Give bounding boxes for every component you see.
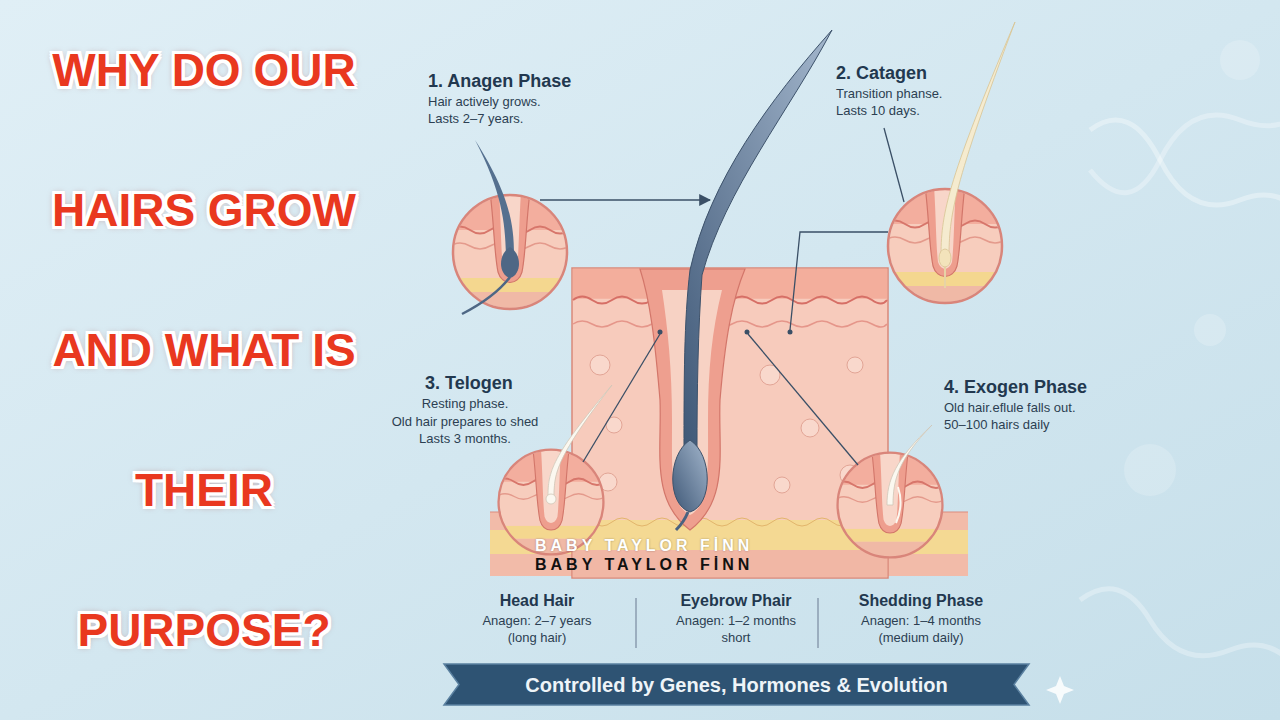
dna-strand — [1090, 120, 1280, 240]
cell — [590, 355, 610, 375]
phase-description: Hair actively grows. Lasts 2–7 years. — [428, 93, 563, 127]
hair-shaft — [684, 30, 832, 452]
column-text: Anagen: 1–4 months (medium daily) — [851, 612, 991, 646]
ribbon-outline — [444, 664, 1029, 705]
dna-strand — [1090, 90, 1280, 193]
hair-root — [462, 277, 510, 314]
dna-strand — [1080, 589, 1280, 690]
cell — [847, 357, 863, 373]
title-text: WHY DO OUR HAIRS GROW AND WHAT IS THEIR … — [14, 0, 394, 700]
leader-line — [790, 232, 888, 330]
phase-description: Old hair.eflule falls out. 50–100 hairs … — [944, 399, 1094, 433]
phase-label-group: 3. TelogenResting phase.Old hair prepare… — [386, 372, 544, 447]
column-heading: Shedding Phase — [836, 591, 1006, 611]
phase-heading: 1. Anagen Phase — [428, 70, 603, 92]
phase-label-group: 4. Exogen PhaseOld hair.eflule falls out… — [944, 376, 1114, 433]
column-separator — [817, 598, 818, 648]
telogen-hair — [546, 385, 612, 504]
column-text: Anagen: 2–7 years (long hair) — [467, 612, 607, 646]
column-heading: Head Hair — [452, 591, 622, 611]
hair-root — [676, 512, 688, 530]
column-heading: Eyebrow Phair — [651, 591, 821, 611]
phase-label-group: 1. Anagen PhaseHair actively grows. Last… — [428, 70, 603, 127]
watermark: BABY TAYLOR FİNN — [535, 555, 753, 574]
leader-line — [884, 128, 904, 202]
hair-root — [944, 266, 946, 288]
hair-bulb — [501, 247, 519, 278]
catagen-hair — [939, 22, 1015, 288]
anagen-hair — [462, 140, 519, 314]
bokeh — [1124, 444, 1176, 496]
leader-line — [748, 334, 858, 465]
leader-line — [583, 334, 660, 462]
phase-heading: 2. Catagen — [836, 62, 1011, 84]
phase-description: Transition phanse. Lasts 10 days. — [836, 85, 964, 119]
phase-heading: 3. Telogen — [425, 372, 544, 394]
hair-bulb — [673, 440, 708, 512]
hair-bulb — [939, 249, 951, 267]
phase-description: Old hair prepares to shed Lasts 3 months… — [386, 413, 544, 447]
club-hair — [546, 494, 556, 504]
column-separator — [635, 598, 636, 648]
leader-dot — [658, 330, 663, 335]
anagen-inset — [450, 192, 570, 312]
phase-heading: 4. Exogen Phase — [944, 376, 1114, 398]
leader-dot — [745, 330, 750, 335]
column-text: Anagen: 1–2 months short — [666, 612, 806, 646]
skin-cross-section — [572, 268, 888, 578]
hair-shaft — [941, 22, 1015, 258]
cell — [774, 477, 790, 493]
sparkle — [1046, 676, 1074, 704]
bokeh — [1194, 314, 1226, 346]
bokeh — [1220, 40, 1260, 80]
phase-description: Resting phase. — [386, 395, 544, 412]
pointer-arrow — [540, 199, 710, 201]
loose-hair — [896, 487, 901, 523]
ribbon-banner: Controlled by Genes, Hormones & Evolutio… — [443, 663, 1030, 706]
banner-text: Controlled by Genes, Hormones & Evolutio… — [525, 673, 947, 697]
hair-shaft — [887, 425, 932, 505]
hair-shaft — [475, 140, 514, 254]
leader-dot — [788, 330, 793, 335]
phase-label-group: 2. CatagenTransition phanse. Lasts 10 da… — [836, 62, 1011, 119]
exogen-hair — [887, 425, 932, 523]
hair-shaft — [548, 385, 612, 497]
watermark: BABY TAYLOR FİNN — [535, 536, 753, 555]
cell — [801, 419, 819, 437]
